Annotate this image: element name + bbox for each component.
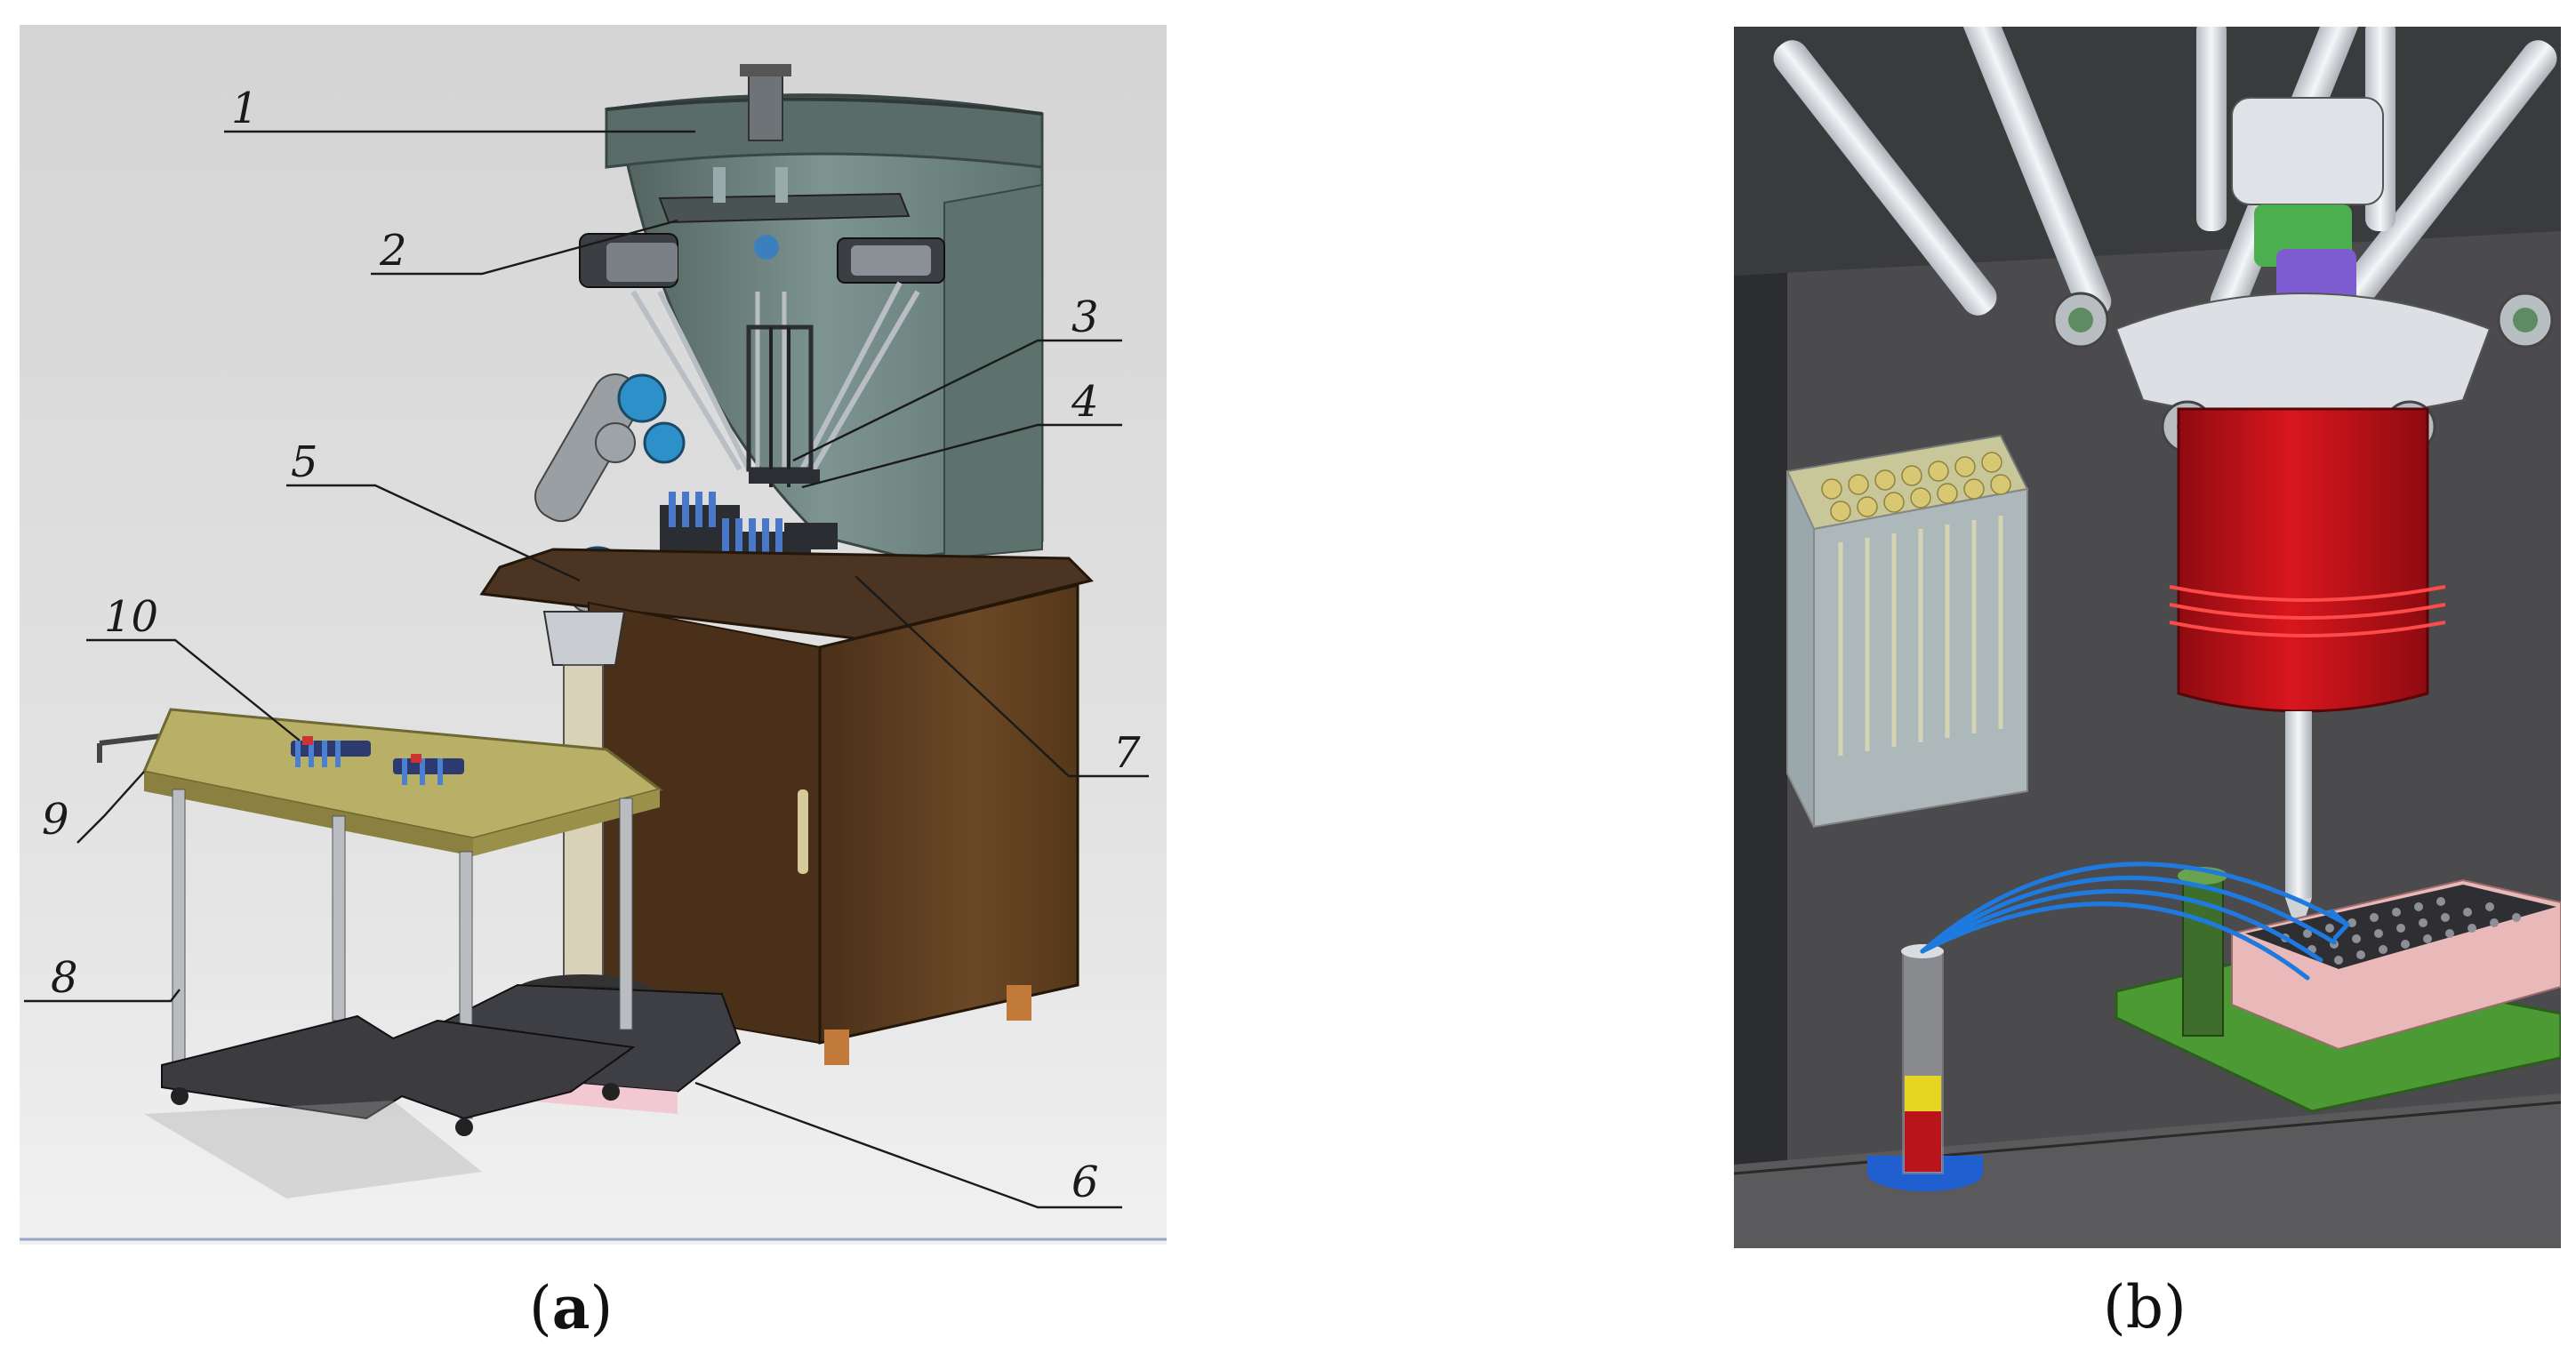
panel-a-diagram: 1 2 3 4 5 6 7 8 9 10 (20, 25, 1167, 1245)
microplate-station (2115, 867, 2563, 1113)
trolley (97, 708, 663, 1198)
panel-a-illustration: 1 2 3 4 5 6 7 8 9 10 (20, 25, 1167, 1245)
callout-5: 5 (291, 437, 318, 487)
panel-b-illustration (1733, 1, 2563, 1248)
panel-b-caption: (b) (2103, 1273, 2187, 1342)
panel-a-caption-letter: a (551, 1273, 590, 1342)
callout-10: 10 (104, 592, 158, 642)
panel-b-caption-letter: b (2125, 1273, 2163, 1342)
callout-4: 4 (1071, 377, 1099, 427)
panel-a-caption: (a) (529, 1273, 614, 1342)
transfer-arrows (1920, 861, 2350, 981)
delta-robot (1773, 1, 2557, 453)
tip-box (1786, 434, 2029, 829)
callout-1: 1 (231, 84, 259, 133)
callout-8: 8 (51, 953, 78, 1003)
callout-9: 9 (42, 795, 69, 845)
callout-7: 7 (1113, 728, 1141, 778)
callout-3: 3 (1071, 292, 1099, 342)
pipette-head (2169, 407, 2446, 925)
delta-robot (579, 64, 945, 487)
cabinet (479, 548, 1094, 1065)
callout-2: 2 (379, 226, 407, 276)
panel-b-diagram (1733, 1, 2563, 1248)
callout-6: 6 (1071, 1158, 1099, 1207)
callout-leaders (24, 130, 1149, 1209)
